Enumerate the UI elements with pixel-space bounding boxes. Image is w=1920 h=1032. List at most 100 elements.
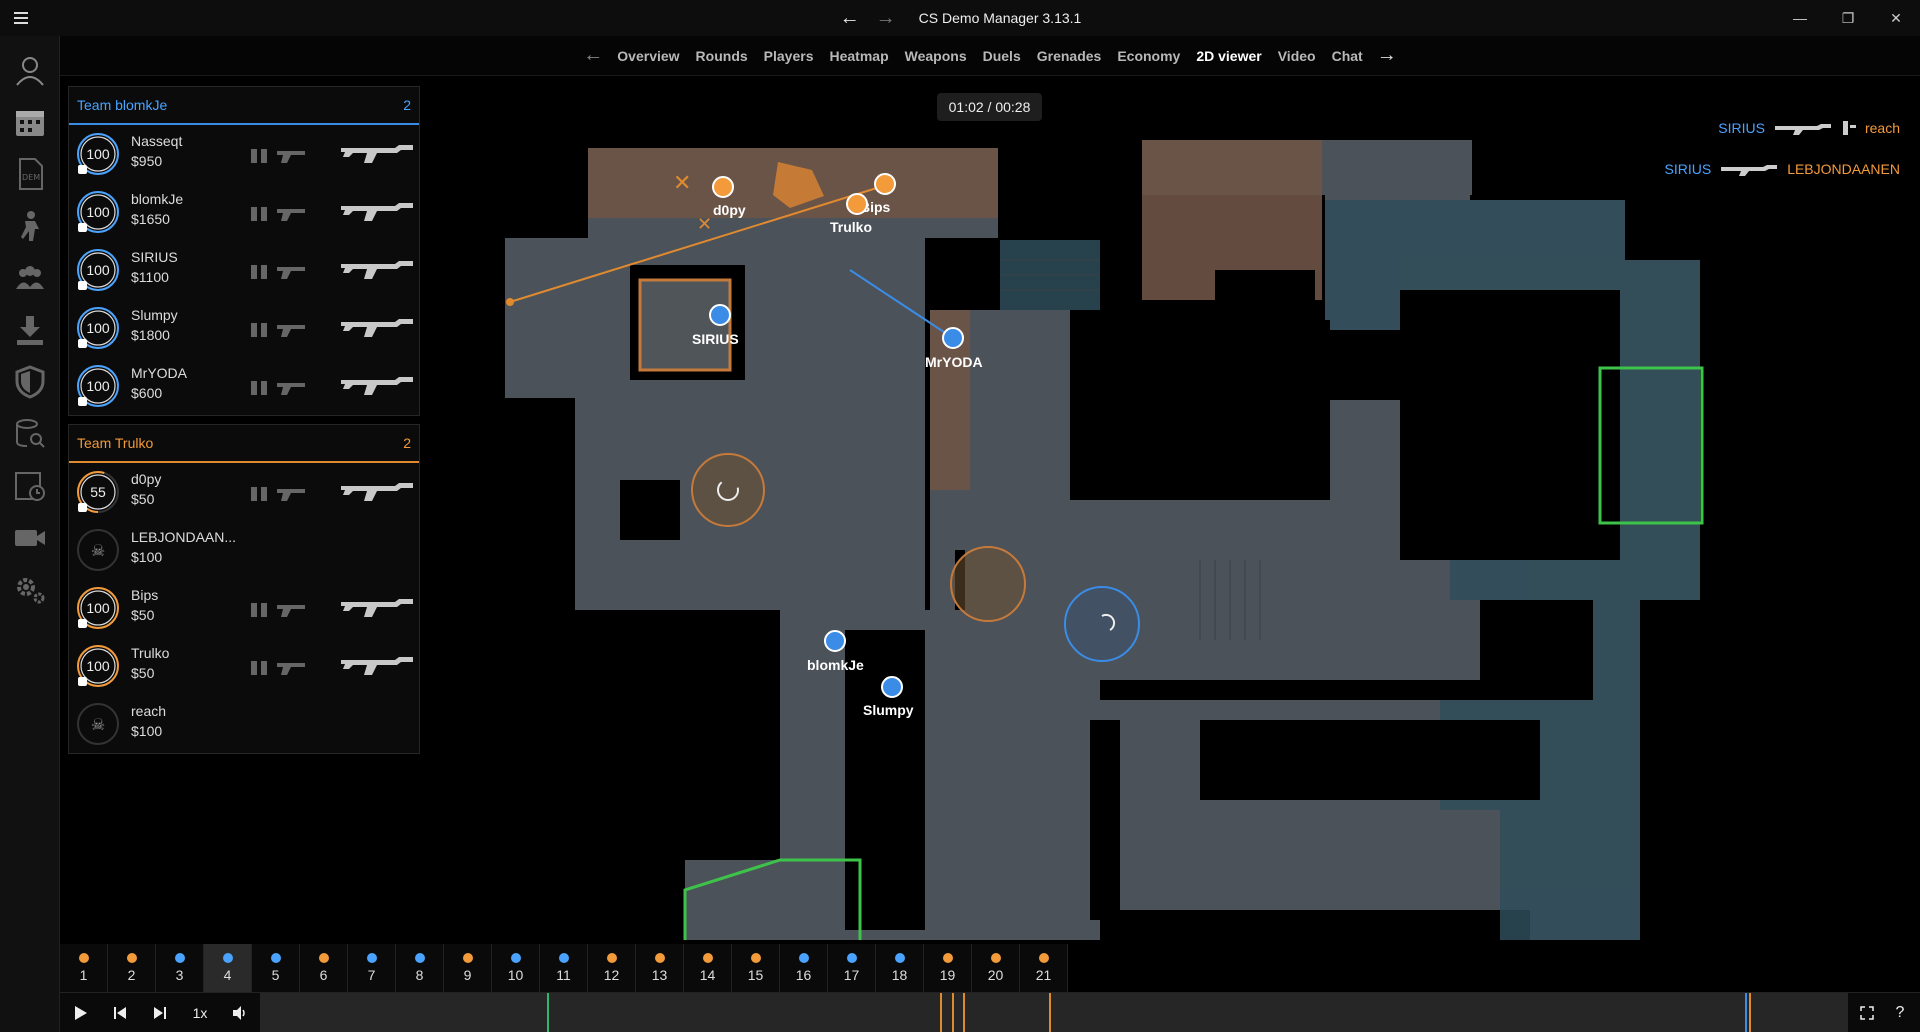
round-timer: 01:02 / 00:28 (937, 93, 1042, 121)
menu-icon[interactable] (14, 9, 32, 27)
round-button[interactable]: 15 (732, 944, 780, 992)
killfeed-victim: reach (1864, 120, 1900, 136)
tab-weapons[interactable]: Weapons (904, 47, 967, 64)
next-round-button[interactable] (140, 993, 180, 1032)
map-player-sirius[interactable]: SIRIUS (692, 304, 739, 347)
minimize-button[interactable]: — (1793, 10, 1807, 26)
round-button[interactable]: 10 (492, 944, 540, 992)
round-button[interactable]: 2 (108, 944, 156, 992)
map-player-d0py[interactable]: d0py (712, 176, 746, 218)
timeline-scrubber[interactable] (260, 993, 1848, 1032)
tab-prev-arrow-icon[interactable]: ← (583, 44, 604, 66)
tab-players[interactable]: Players (763, 47, 814, 64)
player-health: 100 (86, 262, 110, 278)
sidebar-item-history[interactable] (0, 460, 60, 512)
round-button[interactable]: 7 (348, 944, 396, 992)
tab-rounds[interactable]: Rounds (695, 47, 748, 64)
sidebar-item-download[interactable] (0, 304, 60, 356)
back-arrow-icon[interactable]: ← (839, 6, 860, 29)
round-button[interactable]: 13 (636, 944, 684, 992)
round-button[interactable]: 8 (396, 944, 444, 992)
map-player-blomkje[interactable]: blomkJe (807, 630, 864, 673)
round-winner-dot (174, 953, 185, 963)
round-button[interactable]: 17 (828, 944, 876, 992)
map-player-mryoda[interactable]: MrYODA (925, 327, 983, 370)
sidebar-item-search[interactable] (0, 408, 60, 460)
player-row[interactable]: ☠reach$100 (69, 695, 419, 753)
wallbang-icon (1842, 121, 1856, 135)
help-button[interactable]: ? (1880, 993, 1920, 1032)
close-button[interactable]: ✕ (1890, 9, 1902, 26)
tab-heatmap[interactable]: Heatmap (829, 47, 889, 64)
sidebar-item-bans[interactable] (0, 356, 60, 408)
volume-button[interactable] (220, 993, 260, 1032)
health-ring (77, 587, 119, 629)
tab-economy[interactable]: Economy (1117, 47, 1181, 64)
player-row[interactable]: ☠LEBJONDAAN...$100 (69, 521, 419, 579)
round-button[interactable]: 6 (300, 944, 348, 992)
round-button[interactable]: 20 (972, 944, 1020, 992)
tab-chat[interactable]: Chat (1331, 47, 1363, 64)
round-button[interactable]: 21 (1020, 944, 1068, 992)
svg-text:☠: ☠ (91, 541, 105, 560)
tab-overview[interactable]: Overview (617, 47, 680, 64)
primary-weapon-icon (341, 145, 413, 163)
player-health: 100 (86, 600, 110, 616)
map-player-trulko[interactable]: Trulko (830, 193, 872, 235)
round-winner-dot (414, 953, 425, 963)
sidebar-item-teams[interactable] (0, 252, 60, 304)
round-button[interactable]: 1 (60, 944, 108, 992)
round-button[interactable]: 5 (252, 944, 300, 992)
sidebar-item-players[interactable] (0, 200, 60, 252)
utility-icons (251, 207, 305, 221)
health-ring (77, 249, 119, 291)
maximize-button[interactable]: ❐ (1841, 9, 1855, 26)
tab-video[interactable]: Video (1277, 47, 1316, 64)
player-money: $50 (131, 607, 155, 623)
round-winner-dot (846, 953, 857, 963)
round-winner-dot (78, 953, 89, 963)
radar-map[interactable]: ✕ ✕ d0py Bips Trulko SIRIUS MrYODA blomk… (60, 76, 1920, 944)
help-icon: ? (1895, 1004, 1905, 1021)
app-title: CS Demo Manager 3.13.1 (918, 10, 1082, 26)
tab-duels[interactable]: Duels (982, 47, 1021, 64)
round-button[interactable]: 19 (924, 944, 972, 992)
tab-next-arrow-icon[interactable]: → (1376, 44, 1397, 66)
round-button[interactable]: 16 (780, 944, 828, 992)
sidebar-item-profile[interactable] (0, 44, 60, 96)
player-name: LEBJONDAAN... (131, 529, 237, 545)
tab-grenades[interactable]: Grenades (1036, 47, 1102, 64)
round-number: 6 (319, 967, 328, 983)
killfeed-entry: SIRIUS LEBJONDAANEN (1665, 157, 1901, 181)
play-button[interactable] (60, 993, 100, 1032)
svg-text:Trulko: Trulko (830, 219, 872, 235)
tab-2d-viewer[interactable]: 2D viewer (1196, 47, 1262, 64)
sidebar-item-matches[interactable] (0, 96, 60, 148)
round-button[interactable]: 3 (156, 944, 204, 992)
primary-weapon-icon (341, 657, 413, 675)
round-button[interactable]: 11 (540, 944, 588, 992)
sidebar-item-videos[interactable] (0, 512, 60, 564)
round-button[interactable]: 12 (588, 944, 636, 992)
sidebar-item-settings[interactable] (0, 564, 60, 616)
speed-button[interactable]: 1x (192, 1005, 208, 1021)
forward-arrow-icon[interactable]: → (875, 6, 896, 29)
shot-line-t (509, 186, 881, 303)
round-button[interactable]: 18 (876, 944, 924, 992)
round-button[interactable]: 4 (204, 944, 252, 992)
map-player-slumpy[interactable]: Slumpy (863, 676, 914, 718)
fullscreen-button[interactable] (1847, 993, 1887, 1032)
sidebar-item-demos[interactable]: DEM (0, 148, 60, 200)
previous-round-button[interactable] (100, 993, 140, 1032)
round-button[interactable]: 14 (684, 944, 732, 992)
rifle-icon (1774, 124, 1831, 135)
round-button[interactable]: 9 (444, 944, 492, 992)
